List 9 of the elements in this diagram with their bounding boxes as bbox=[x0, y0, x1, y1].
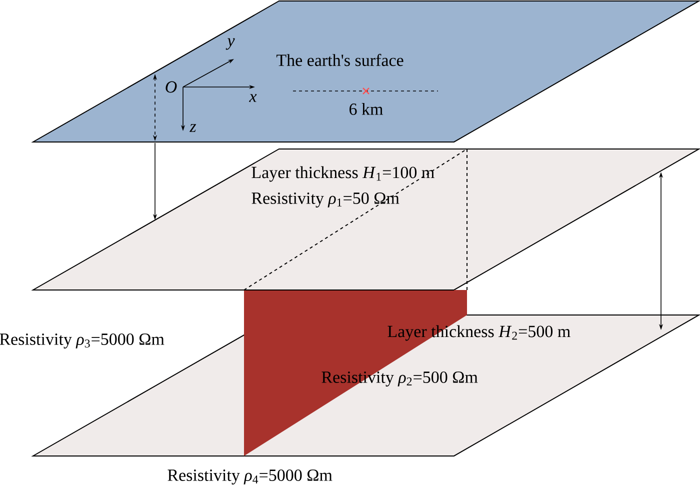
layer-label: Resistivity ρ$_{4}$=5000 Ωm bbox=[168, 470, 332, 484]
layer-label: Resistivity ρ$_{1}$=50 Ωm bbox=[252, 192, 400, 208]
axis-label: O bbox=[166, 81, 177, 93]
surface-label: The earth's surface bbox=[276, 54, 404, 66]
axis-label: x bbox=[249, 94, 257, 102]
layer-label: Resistivity ρ$_{3}$=5000 Ωm bbox=[0, 334, 164, 348]
scale-label: 6 km bbox=[350, 103, 383, 115]
axis-label: z bbox=[190, 124, 196, 132]
axis-label: y bbox=[226, 38, 235, 50]
